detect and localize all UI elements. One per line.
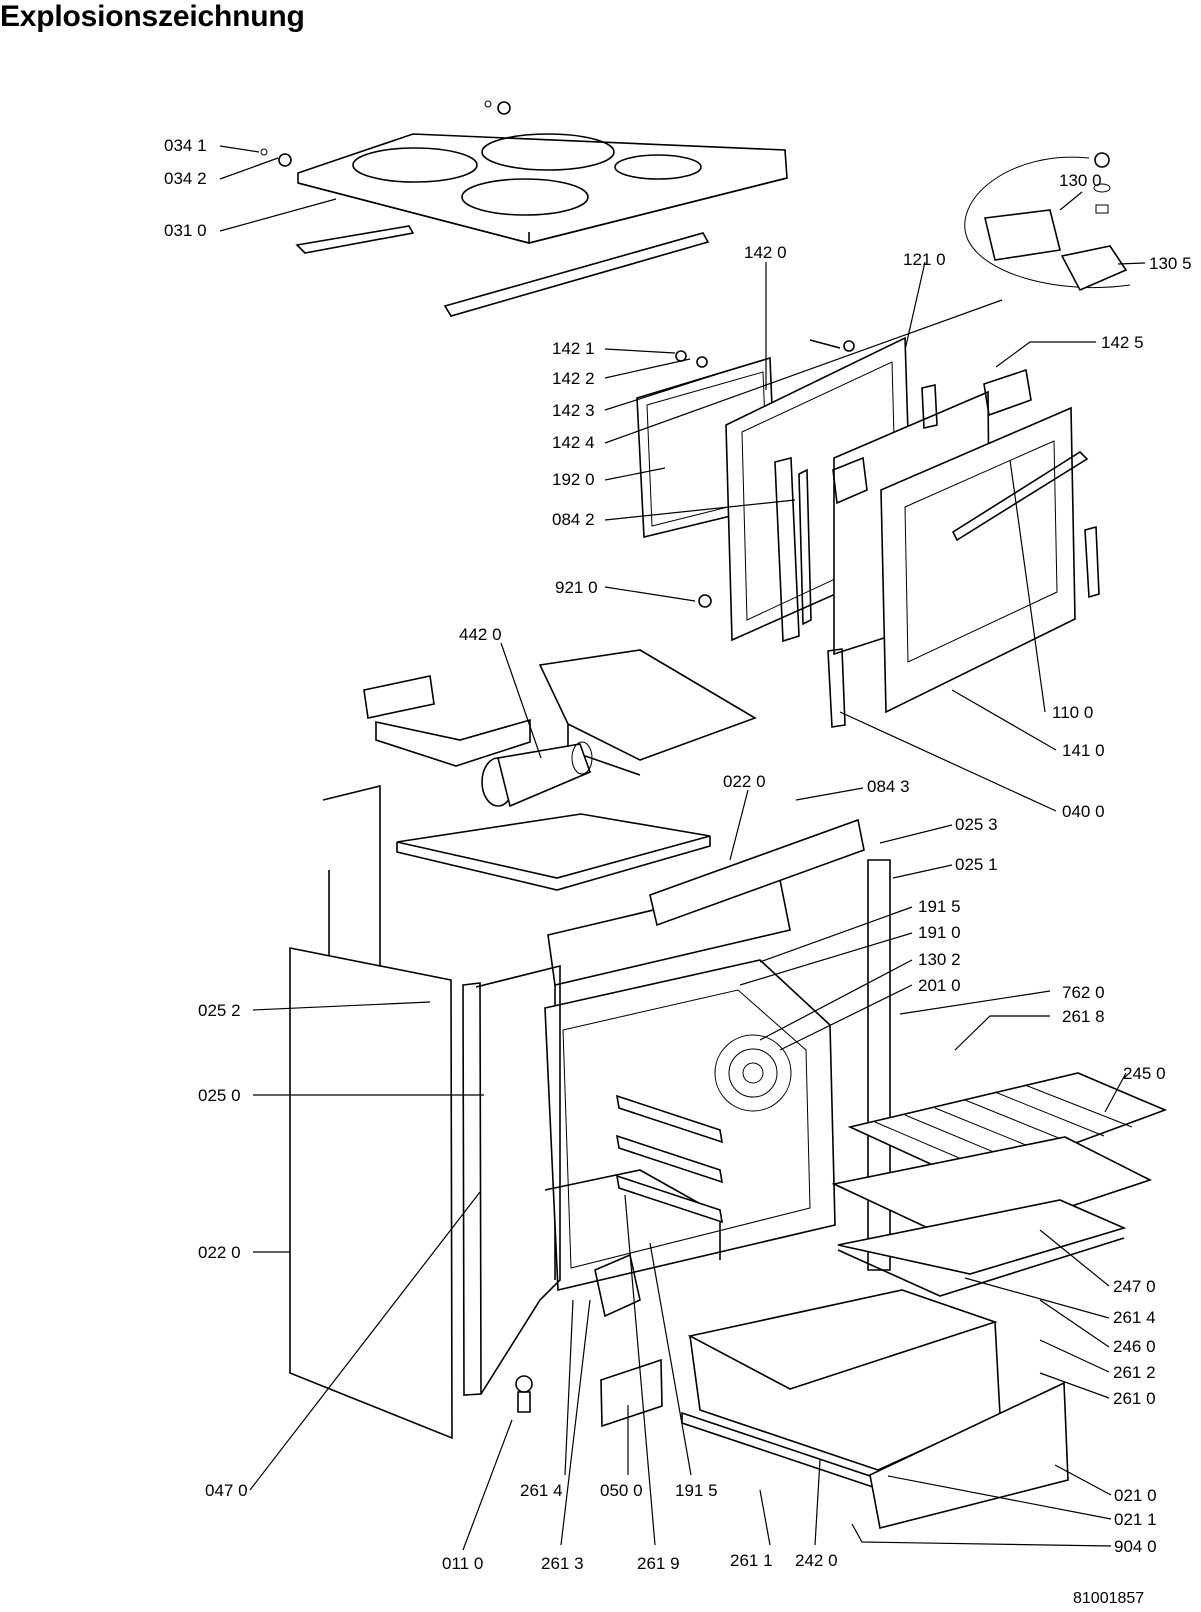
part-label: 050 0 (600, 1481, 643, 1500)
part-label: 245 0 (1123, 1064, 1166, 1083)
part-label: 261 1 (730, 1551, 773, 1570)
part-label: 084 2 (552, 510, 595, 529)
part-label: 261 9 (637, 1554, 680, 1573)
part-label: 261 4 (1113, 1308, 1156, 1327)
cooktop-drawing (260, 100, 788, 317)
door-assembly-drawing (636, 336, 1100, 728)
part-label: 142 4 (552, 433, 595, 452)
part-label: 191 5 (675, 1481, 718, 1500)
part-labels: 034 1 034 2 031 0 142 0 121 0 130 0 130 … (164, 136, 1192, 1573)
part-label: 261 2 (1113, 1363, 1156, 1382)
part-label: 191 0 (918, 923, 961, 942)
part-label: 110 0 (1052, 703, 1093, 722)
part-label: 762 0 (1062, 983, 1105, 1002)
page-title: Explosionszeichnung (0, 0, 305, 33)
part-label: 121 0 (903, 250, 946, 269)
part-label: 904 0 (1114, 1537, 1157, 1556)
part-label: 247 0 (1113, 1277, 1156, 1296)
part-label: 141 0 (1062, 741, 1105, 760)
part-label: 442 0 (459, 625, 502, 644)
part-label: 130 0 (1059, 171, 1102, 190)
upper-panels-drawing (363, 649, 757, 891)
part-label: 021 1 (1114, 1510, 1157, 1529)
part-label: 040 0 (1062, 802, 1105, 821)
part-label: 025 1 (955, 855, 998, 874)
part-label: 142 5 (1101, 333, 1144, 352)
part-label: 025 0 (198, 1086, 241, 1105)
part-label: 242 0 (795, 1551, 838, 1570)
document-number: 81001857 (1073, 1590, 1145, 1607)
part-label: 142 2 (552, 369, 595, 388)
part-label: 191 5 (918, 897, 961, 916)
hinge-detail-drawing (964, 152, 1131, 292)
rack-and-trays-drawing (600, 1072, 1168, 1529)
part-label: 246 0 (1113, 1337, 1156, 1356)
part-label: 047 0 (205, 1481, 248, 1500)
part-label: 084 3 (867, 777, 910, 796)
part-label: 261 0 (1113, 1389, 1156, 1408)
part-label: 025 3 (955, 815, 998, 834)
part-label: 025 2 (198, 1001, 241, 1020)
part-label: 142 3 (552, 401, 595, 420)
part-label: 022 0 (723, 772, 766, 791)
part-label: 022 0 (198, 1243, 241, 1262)
part-label: 142 0 (744, 243, 787, 262)
part-label: 261 3 (541, 1554, 584, 1573)
part-label: 011 0 (442, 1554, 483, 1573)
part-label: 034 2 (164, 169, 207, 188)
leader-lines (219, 145, 1146, 1551)
oven-body-drawing (289, 784, 891, 1440)
part-label: 261 8 (1062, 1007, 1105, 1026)
part-label: 142 1 (552, 339, 595, 358)
part-label: 021 0 (1114, 1486, 1157, 1505)
part-label: 192 0 (552, 470, 595, 489)
part-label: 031 0 (164, 221, 207, 240)
part-label: 130 5 (1149, 254, 1192, 273)
part-label: 201 0 (918, 976, 961, 995)
part-label: 034 1 (164, 136, 207, 155)
part-label: 921 0 (555, 578, 598, 597)
part-label: 261 4 (520, 1481, 563, 1500)
part-label: 130 2 (918, 950, 961, 969)
